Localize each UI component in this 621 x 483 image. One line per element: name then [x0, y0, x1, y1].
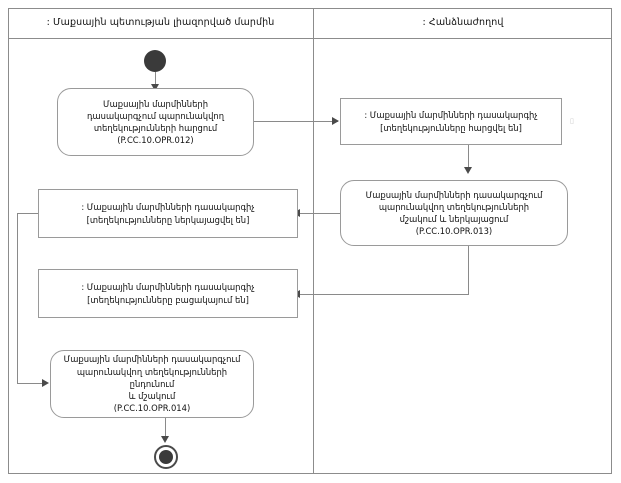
lane-header-rule-left — [8, 38, 313, 39]
edge-presented-to-014-rail — [17, 213, 18, 383]
stray-artifact-glyph: ▯ — [570, 117, 574, 125]
edge-014-to-final-line — [165, 418, 166, 440]
edge-013-to-presented-line — [299, 213, 340, 214]
activity-node-opr-013-label: Մաքսային մարմինների դասակարգչում պարունա… — [365, 189, 543, 237]
edge-initial-to-012-line — [155, 72, 156, 88]
edge-initial-to-012-arrowhead — [151, 84, 159, 91]
object-node-information-absent-label: : Մաքսային մարմինների դասակարգիչ [տեղեկո… — [81, 282, 255, 305]
activity-node-opr-014-label: Մաքսային մարմինների դասակարգչում պարունա… — [63, 354, 241, 414]
activity-node-opr-012-label: Մաքսային մարմինների դասակարգչում պարունա… — [86, 98, 225, 146]
swimlane-divider — [313, 8, 314, 474]
object-node-information-requested[interactable]: : Մաքսային մարմինների դասակարգիչ [տեղեկո… — [340, 98, 562, 145]
activity-node-opr-012[interactable]: Մաքսային մարմինների դասակարգչում պարունա… — [57, 88, 254, 156]
object-node-information-presented-label: : Մաքսային մարմինների դասակարգիչ [տեղեկո… — [81, 202, 255, 225]
edge-014-to-final-arrowhead — [161, 436, 169, 443]
edge-requested-to-013-line — [468, 145, 469, 171]
edge-012-to-requested-line — [254, 121, 338, 122]
lane-title-commission: : Հանձնաժողով — [422, 17, 504, 28]
activity-node-opr-014[interactable]: Մաքսային մարմինների դասակարգչում պարունա… — [50, 350, 254, 418]
edge-013-to-absent-horizontal — [299, 294, 469, 295]
initial-node — [144, 50, 166, 72]
object-node-information-absent[interactable]: : Մաքսային մարմինների դասակարգիչ [տեղեկո… — [38, 269, 298, 318]
object-node-information-presented[interactable]: : Մաքսային մարմինների դասակարգիչ [տեղեկո… — [38, 189, 298, 238]
edge-presented-to-014-bottom — [17, 383, 45, 384]
edge-013-to-absent-vertical — [468, 246, 469, 294]
edge-presented-to-014-top — [17, 213, 38, 214]
object-node-information-requested-label: : Մաքսային մարմինների դասակարգիչ [տեղեկո… — [364, 110, 538, 133]
lane-title-authorized-body: : Մաքսային պետության լիազորված մարմին — [46, 17, 275, 28]
edge-presented-to-014-arrowhead — [42, 379, 49, 387]
final-node — [154, 445, 178, 469]
edge-012-to-requested-arrowhead — [332, 117, 339, 125]
edge-requested-to-013-arrowhead — [464, 167, 472, 174]
lane-header-rule-right — [314, 38, 612, 39]
activity-node-opr-013[interactable]: Մաքսային մարմինների դասակարգչում պարունա… — [340, 180, 568, 246]
